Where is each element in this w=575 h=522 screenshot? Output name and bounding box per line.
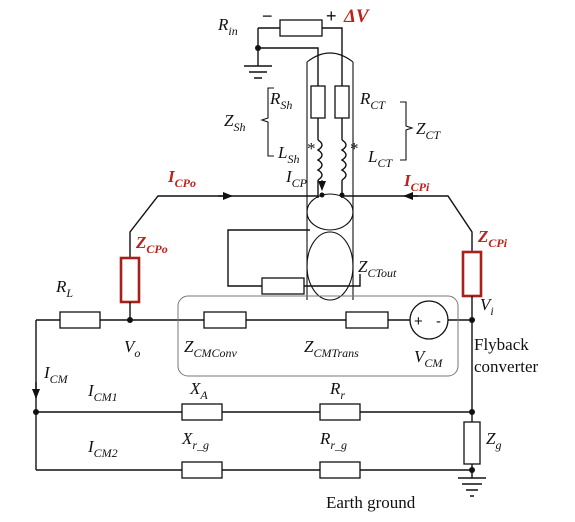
label-i-cpo: ICPo bbox=[167, 167, 196, 190]
z-ct-brace bbox=[400, 101, 414, 161]
r-ct-resistor bbox=[334, 85, 350, 119]
r-r-resistor bbox=[319, 403, 361, 421]
dot-mark-ct: * bbox=[350, 139, 359, 158]
label-r-r-g: Rr_g bbox=[319, 429, 347, 452]
top-measurement-branch bbox=[244, 19, 343, 79]
label-flyback: Flyback bbox=[474, 335, 529, 354]
label-z-ctout: ZCTout bbox=[358, 257, 397, 280]
label-x-r-g: Xr_g bbox=[181, 429, 209, 452]
x-a-impedance bbox=[181, 403, 223, 421]
probe-internals bbox=[310, 62, 350, 198]
label-z-g: Zg bbox=[486, 429, 501, 452]
sign-plus: + bbox=[326, 6, 337, 26]
label-z-cpi: ZCPi bbox=[477, 227, 508, 250]
v-cm-source bbox=[409, 300, 449, 340]
label-z-ct: ZCT bbox=[416, 119, 441, 142]
z-ctout-resistor bbox=[261, 277, 305, 295]
current-probe-tube bbox=[306, 52, 354, 301]
ground-network bbox=[32, 320, 486, 497]
label-z-cmconv: ZCMConv bbox=[184, 337, 237, 360]
label-i-cm2: ICM2 bbox=[87, 437, 118, 460]
source-minus: - bbox=[436, 313, 441, 330]
z-cpo-impedance bbox=[119, 256, 141, 304]
z-sh-brace bbox=[260, 87, 274, 157]
label-i-cp: ICP bbox=[285, 167, 308, 190]
sign-minus: − bbox=[262, 6, 273, 26]
r-r-g-resistor bbox=[319, 461, 361, 479]
label-l-ct: LCT bbox=[367, 147, 393, 170]
dot-mark-sh: * bbox=[307, 139, 316, 158]
z-cmconv-impedance bbox=[203, 311, 247, 329]
label-r-l: RL bbox=[55, 277, 73, 300]
r-l-resistor bbox=[59, 311, 101, 329]
label-r-ct: RCT bbox=[359, 89, 386, 112]
label-i-cm: ICM bbox=[43, 363, 69, 386]
label-i-cpi: ICPi bbox=[403, 171, 430, 194]
l-sh-inductor bbox=[316, 139, 323, 181]
label-z-sh: ZSh bbox=[224, 111, 245, 134]
node-vo bbox=[127, 317, 133, 323]
label-r-sh: RSh bbox=[269, 89, 292, 112]
label-r-in: Rin bbox=[217, 15, 238, 38]
label-r-r: Rr bbox=[329, 379, 345, 402]
r-sh-resistor bbox=[310, 85, 326, 119]
z-cmtrans-impedance bbox=[345, 311, 389, 329]
label-i-cm1: ICM1 bbox=[87, 381, 118, 404]
label-v-o: Vo bbox=[124, 337, 140, 360]
label-delta-v: ΔV bbox=[343, 6, 370, 27]
label-z-cpo: ZCPo bbox=[135, 233, 168, 256]
z-cpi-impedance bbox=[461, 250, 483, 298]
label-v-cm: VCM bbox=[414, 347, 443, 370]
label-v-i: Vi bbox=[480, 295, 494, 318]
source-plus: + bbox=[414, 313, 423, 330]
cm-group-box bbox=[177, 295, 459, 377]
z-g-impedance bbox=[463, 421, 481, 465]
label-z-cmtrans: ZCMTrans bbox=[304, 337, 359, 360]
label-x-a: XA bbox=[189, 379, 208, 402]
r-in-resistor bbox=[279, 19, 323, 37]
label-converter: converter bbox=[474, 357, 539, 376]
x-r-g-impedance bbox=[181, 461, 223, 479]
label-earth-ground: Earth ground bbox=[326, 493, 416, 512]
common-probe-current-wires bbox=[129, 192, 473, 258]
earth-ground-symbol bbox=[458, 477, 486, 497]
l-ct-inductor bbox=[340, 139, 347, 181]
main-row bbox=[36, 295, 475, 377]
label-l-sh: LSh bbox=[277, 143, 299, 166]
z-ctout-loop bbox=[227, 229, 361, 295]
